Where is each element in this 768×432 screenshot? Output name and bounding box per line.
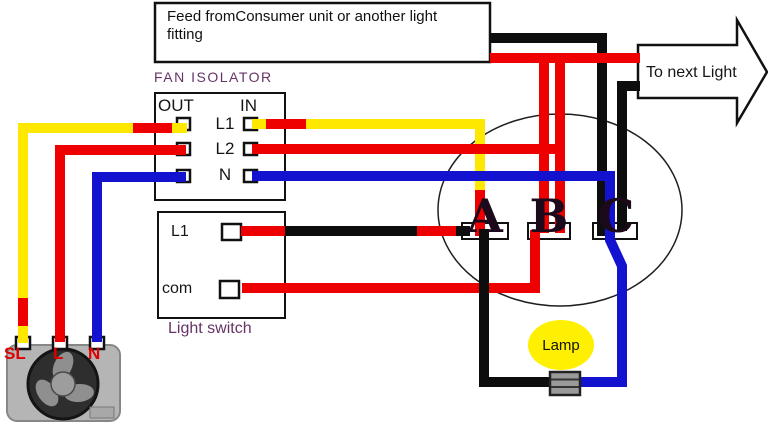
switch-com-terminal xyxy=(218,279,241,300)
feed-box-label-line1: Feed fromConsumer unit or another light xyxy=(167,8,438,25)
next-light-arrow-label: To next Light xyxy=(646,64,737,81)
switch-l1-terminal xyxy=(220,222,243,242)
wire-lamp-neutral-blue xyxy=(252,171,627,387)
junction-letter-b: B xyxy=(529,189,569,243)
wire-lamp-live-black xyxy=(479,229,554,387)
feed-box xyxy=(153,1,492,64)
wire-feed-neutral-black xyxy=(490,33,607,236)
fan-n-label: N xyxy=(88,344,101,363)
wire-isolator-l1-yellow xyxy=(252,119,485,194)
lamp-label: Lamp xyxy=(542,337,580,354)
fan-sl-label: SL xyxy=(4,344,26,363)
wire-fan-neutral-blue xyxy=(92,172,186,342)
lamp-bulb xyxy=(528,320,594,370)
isolator-row-n-label: N xyxy=(218,165,232,184)
wire-layer xyxy=(18,33,640,387)
wire-next-light-neutral-black xyxy=(617,81,640,231)
switch-com-label: com xyxy=(162,280,193,297)
isolator-in-header: IN xyxy=(240,96,257,115)
lamp-holder xyxy=(548,370,582,397)
fan-nameplate xyxy=(89,406,115,419)
feed-box-label: Feed fromConsumer unit or another light … xyxy=(167,8,437,44)
feed-box-label-line2: fitting xyxy=(167,26,203,43)
wire-com-red xyxy=(242,230,540,293)
junction-letter-a: A xyxy=(467,189,503,243)
next-light-arrow-shape xyxy=(636,15,768,128)
fan-graphic xyxy=(6,344,121,422)
switch-l1-label: L1 xyxy=(171,223,189,240)
isolator-out-header: OUT xyxy=(158,96,194,115)
isolator-row-l1-label: L1 xyxy=(215,114,235,133)
fan-l-label: L xyxy=(53,344,64,363)
fan-isolator-title: FAN ISOLATOR xyxy=(154,69,273,85)
isolator-row-l2-label: L2 xyxy=(215,139,235,158)
wire-fan-sl-yellow xyxy=(18,123,142,343)
light-switch-caption: Light switch xyxy=(168,320,252,337)
junction-letter-c: C xyxy=(597,189,635,243)
fan-hub xyxy=(50,371,76,397)
wire-fan-live-red xyxy=(55,145,186,342)
